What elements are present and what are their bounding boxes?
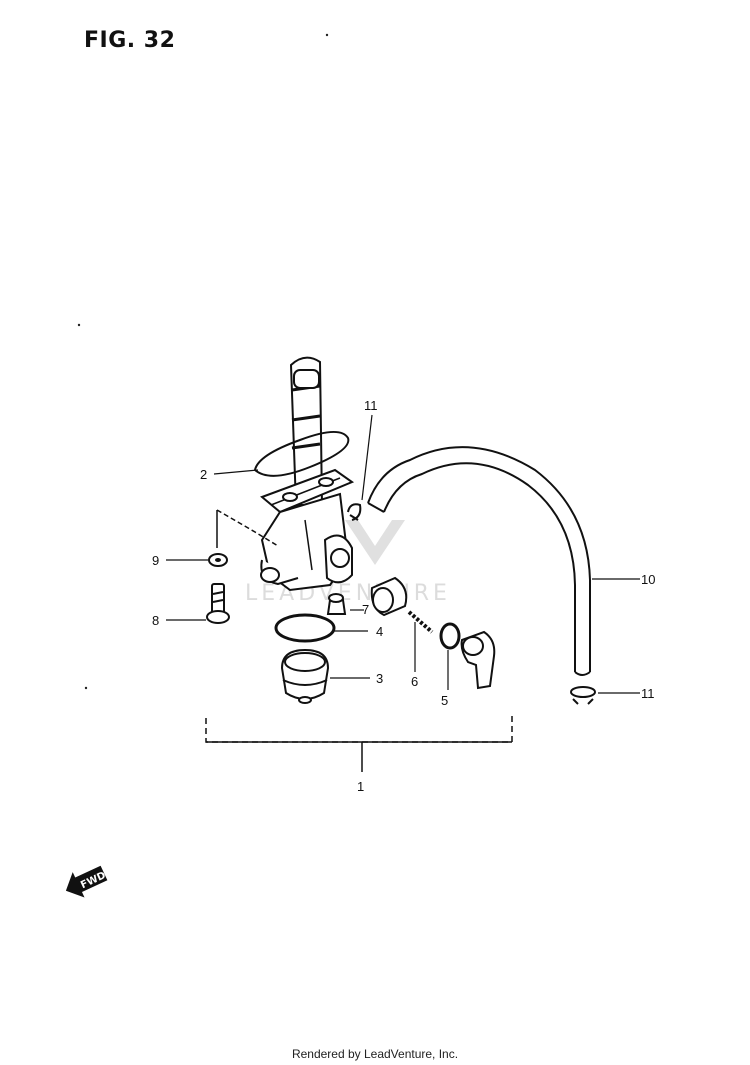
o-ring-gasket-part-2 (253, 431, 350, 477)
callout-labels: 2 9 8 7 4 3 6 5 1 10 11 11 (152, 398, 655, 794)
callout-6: 6 (411, 674, 418, 689)
washer-part-9 (208, 553, 228, 567)
fwd-arrow-icon: FWD (65, 865, 108, 898)
watermark: LEADVENTURE (245, 520, 451, 606)
screw-part-8 (206, 583, 230, 624)
callout-7: 7 (362, 602, 369, 617)
leader-lines (166, 414, 640, 694)
filter-part-7 (326, 593, 347, 615)
elbow-fitting (460, 630, 496, 690)
assembly-bracket (205, 509, 513, 772)
callout-10: 10 (641, 572, 655, 587)
o-ring-part-5 (439, 622, 461, 650)
cup-part-3 (280, 648, 330, 704)
callout-9: 9 (152, 553, 159, 568)
plunger-part-6 (370, 576, 434, 634)
footer-credit: Rendered by LeadVenture, Inc. (291, 1047, 459, 1061)
callout-1: 1 (357, 779, 364, 794)
callout-11-bottom: 11 (641, 686, 655, 701)
callout-11-top: 11 (364, 398, 378, 413)
callout-5: 5 (441, 693, 448, 708)
callout-2: 2 (200, 467, 207, 482)
callout-4: 4 (376, 624, 383, 639)
hose-clip-part-11-bottom (570, 686, 596, 705)
fuel-hose-part-10 (367, 446, 591, 676)
o-ring-part-4 (274, 613, 336, 643)
figure-title: FIG. 32 (84, 28, 176, 53)
callout-8: 8 (152, 613, 159, 628)
hose-clip-part-11-top (347, 503, 362, 521)
watermark-text: LEADVENTURE (245, 581, 451, 606)
fuel-cock-body (260, 356, 355, 592)
callout-3: 3 (376, 671, 383, 686)
